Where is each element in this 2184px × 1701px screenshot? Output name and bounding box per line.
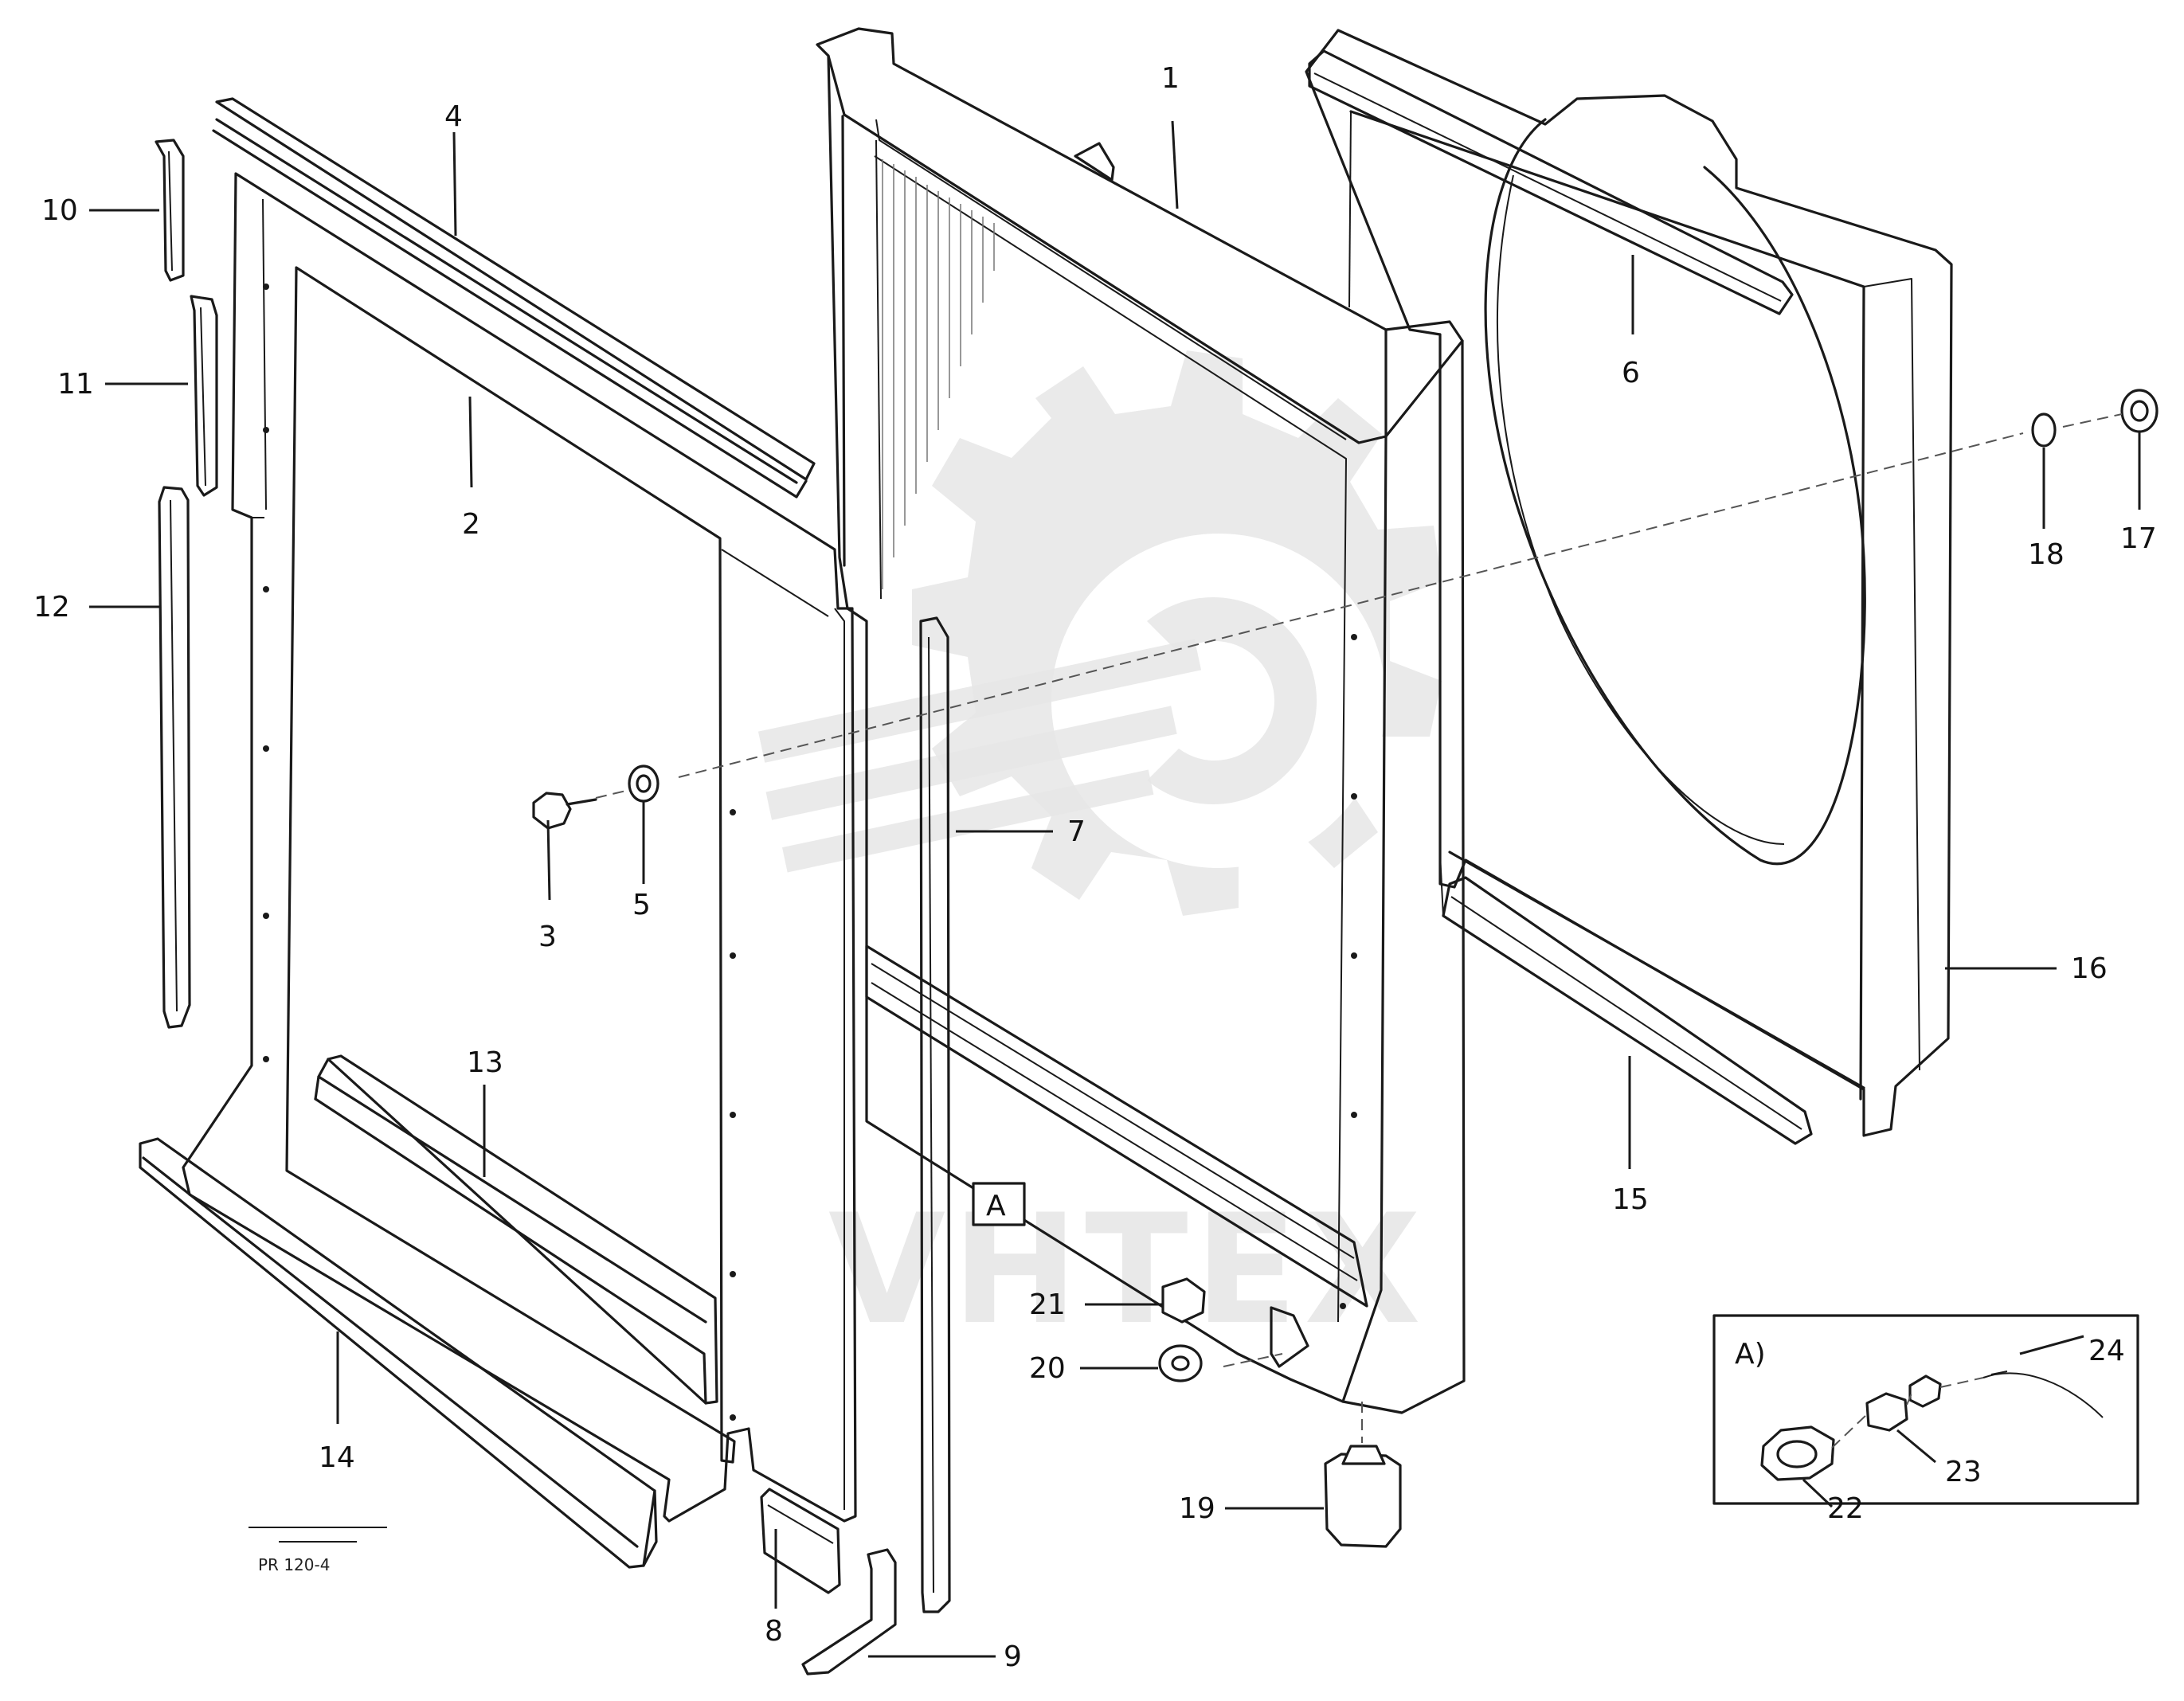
callout-20: 20 [1029, 1352, 1066, 1385]
callout-11: 11 [57, 368, 94, 401]
inset-detail-a: A) [1712, 1314, 2139, 1505]
callout-22: 22 [1827, 1492, 1864, 1525]
detail-marker-a: A [972, 1182, 1026, 1226]
callout-16: 16 [2071, 952, 2108, 985]
radiator-core-1 [816, 27, 1466, 1414]
callout-9: 9 [1004, 1640, 1022, 1673]
callout-4: 4 [444, 100, 463, 133]
inset-label: A) [1735, 1338, 1766, 1371]
callout-18: 18 [2028, 538, 2065, 571]
side-seal-strip-7 [919, 616, 951, 1613]
callout-24: 24 [2088, 1335, 2125, 1367]
callout-21: 21 [1029, 1288, 1066, 1321]
callout-5: 5 [632, 889, 651, 921]
callout-12: 12 [33, 591, 70, 624]
callout-23: 23 [1945, 1456, 1982, 1488]
alignment-lines [595, 413, 2123, 1443]
seal-strip-12 [158, 486, 191, 1029]
frame-2 [182, 172, 857, 1523]
callout-13: 13 [467, 1046, 503, 1079]
fan-shroud-18 [1305, 29, 1953, 1145]
bottom-seal-strip-14 [139, 1137, 658, 1569]
callout-19: 19 [1179, 1492, 1215, 1525]
bracket-8 [760, 1488, 841, 1594]
callout-10: 10 [41, 194, 78, 227]
washer-18 [2031, 413, 2057, 448]
callout-15: 15 [1612, 1183, 1649, 1216]
drawing-reference: PR 120-4 [249, 1527, 387, 1574]
bolt-3 [532, 792, 597, 830]
watermark-gear-logo: VHTEX [757, 350, 1442, 1358]
callout-3: 3 [538, 921, 557, 953]
bracket-9 [801, 1548, 897, 1676]
drain-cap-19 [1324, 1445, 1402, 1548]
callout-1: 1 [1161, 62, 1180, 95]
nut-21 [1161, 1277, 1206, 1324]
seal-strip-11 [190, 295, 218, 497]
bolt-17 [2120, 389, 2159, 433]
leader-lines [89, 120, 2141, 1658]
callout-labels: 1 2 3 4 5 6 7 8 9 10 11 12 13 14 15 16 1… [33, 62, 2157, 1673]
callout-8: 8 [765, 1615, 783, 1648]
drawing-ref-text: PR 120-4 [258, 1555, 330, 1574]
top-seal-strip-4 [212, 97, 816, 499]
seal-strip-10 [155, 139, 185, 282]
frame-rivets [263, 284, 736, 1421]
detail-marker-a-text: A [986, 1190, 1006, 1222]
washer-5 [628, 764, 660, 803]
bottom-seal-strip-13 [314, 1054, 718, 1405]
callout-7: 7 [1067, 815, 1086, 848]
watermark-text: VHTEX [828, 1182, 1427, 1358]
callout-17: 17 [2120, 522, 2157, 555]
washer-20 [1158, 1344, 1203, 1382]
callout-14: 14 [319, 1441, 355, 1474]
radiator-fins [882, 159, 995, 589]
callout-6: 6 [1622, 357, 1640, 389]
callout-2: 2 [462, 508, 480, 541]
